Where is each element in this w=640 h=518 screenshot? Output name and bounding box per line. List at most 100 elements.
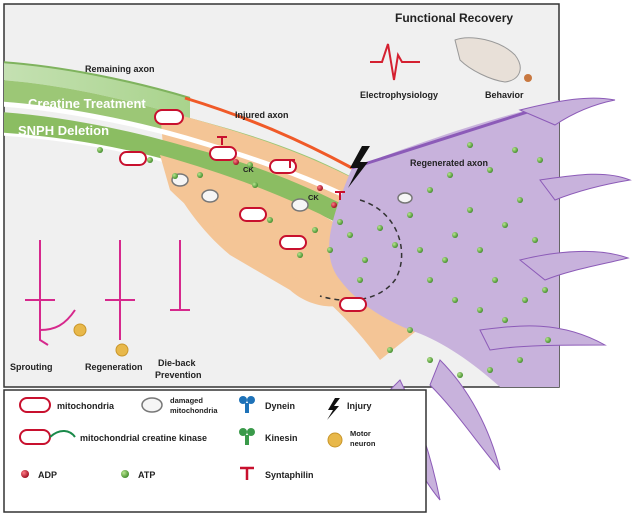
- atp-dot: [327, 247, 333, 253]
- motor-neuron-icon: [73, 323, 129, 357]
- atp-dot: [522, 297, 528, 303]
- atp-dot: [337, 219, 343, 225]
- outcome-sprouting: Sprouting: [10, 362, 53, 372]
- atp-dot: [427, 277, 433, 283]
- atp-dot: [452, 232, 458, 238]
- atp-dot: [512, 147, 518, 153]
- legend-motor-1: Motor: [350, 429, 371, 438]
- legend-adp: ADP: [38, 470, 57, 480]
- legend-dynein: Dynein: [265, 401, 295, 411]
- legend-motor-2: neuron: [350, 439, 376, 448]
- legend-injury: Injury: [347, 401, 372, 411]
- outcome-prevention: Prevention: [155, 370, 202, 380]
- atp-dot: [407, 327, 413, 333]
- atp-dot: [252, 182, 258, 188]
- atp-dot: [502, 317, 508, 323]
- legend-panel: [3, 389, 427, 513]
- syntaphilin-markers: [217, 136, 345, 200]
- electrophysiology-label: Electrophysiology: [360, 90, 438, 100]
- regenerated-axon-label: Regenerated axon: [410, 158, 488, 168]
- axon-bundle: [4, 61, 559, 387]
- legend-atp: ATP: [138, 470, 155, 480]
- atp-dot: [487, 367, 493, 373]
- atp-dot: [467, 207, 473, 213]
- atp-dot: [197, 172, 203, 178]
- lightning-bolt-icon: [348, 146, 370, 188]
- atp-dot: [247, 162, 253, 168]
- growth-cone: [329, 100, 559, 387]
- remaining-axon-outline: [4, 61, 191, 99]
- legend-damaged-2: mitochondria: [170, 406, 218, 415]
- atp-dot: [377, 225, 383, 231]
- atp-dot: [357, 277, 363, 283]
- legend-damaged-icon: [141, 397, 163, 413]
- legend-syntaphilin: Syntaphilin: [265, 470, 314, 480]
- atp-dot: [362, 257, 368, 263]
- atp-dot: [447, 172, 453, 178]
- kinesin-icon: [239, 428, 255, 445]
- legend-kinesin: Kinesin: [265, 433, 298, 443]
- atp-dot: [542, 287, 548, 293]
- atp-dot: [492, 277, 498, 283]
- axon-membrane: [4, 101, 348, 199]
- atp-dot: [477, 247, 483, 253]
- regenerated-axon-line: [351, 106, 541, 170]
- atp-dot: [172, 173, 178, 179]
- legend-mito-icon: [19, 397, 51, 413]
- legend-syntaphilin-icon: [240, 466, 254, 480]
- legend-mitochondria: mitochondria: [57, 401, 115, 411]
- atp-dot: [457, 372, 463, 378]
- atp-dot: [267, 217, 273, 223]
- legend-lightning-icon: [327, 398, 340, 420]
- atp-dot: [387, 347, 393, 353]
- adp-molecules: [233, 159, 337, 208]
- outcome-dieback: Die-back: [158, 358, 197, 368]
- atp-dot: [467, 142, 473, 148]
- injured-axon-label: Injured axon: [235, 110, 289, 120]
- atp-dot: [545, 337, 551, 343]
- atp-dot: [347, 232, 353, 238]
- remaining-axon-band: [4, 62, 190, 118]
- atp-dot: [147, 157, 153, 163]
- atp-dot: [532, 237, 538, 243]
- dynein-icon: [239, 396, 255, 413]
- atp-dot: [392, 242, 398, 248]
- atp-molecules: [97, 142, 551, 378]
- atp-dot: [97, 147, 103, 153]
- atp-dot: [502, 222, 508, 228]
- ck-label-1: CK: [243, 165, 254, 174]
- atp-dot: [427, 357, 433, 363]
- creatine-treatment-label: Creatine Treatment: [28, 96, 146, 111]
- atp-dot: [452, 297, 458, 303]
- functional-recovery-title: Functional Recovery: [395, 11, 513, 25]
- legend-damaged-1: damaged: [170, 396, 203, 405]
- remaining-axon-label: Remaining axon: [85, 64, 155, 74]
- legend-motor-neuron-icon: [327, 432, 343, 448]
- mouse-paw-icon: [454, 37, 532, 83]
- atp-dot: [417, 247, 423, 253]
- atp-dot: [477, 307, 483, 313]
- atp-dot: [537, 157, 543, 163]
- outcome-regeneration: Regeneration: [85, 362, 143, 372]
- snph-band: [4, 112, 342, 224]
- atp-dot: [407, 212, 413, 218]
- atp-dot: [442, 257, 448, 263]
- behavior-label: Behavior: [485, 90, 524, 100]
- atp-dot: [312, 227, 318, 233]
- legend-atp-icon: [121, 470, 129, 478]
- ck-label-2: CK: [308, 193, 319, 202]
- mitochondria-group: [119, 109, 367, 312]
- legend-adp-icon: [21, 470, 29, 478]
- atp-dot: [427, 187, 433, 193]
- ecg-trace-icon: [370, 43, 420, 81]
- atp-dot: [487, 167, 493, 173]
- snph-deletion-label: SNPH Deletion: [18, 123, 109, 138]
- atp-dot: [517, 197, 523, 203]
- legend-mck: mitochondrial creatine kinase: [80, 433, 207, 443]
- injured-axon-line: [184, 96, 353, 170]
- outcome-schematics: [25, 240, 190, 346]
- atp-dot: [297, 252, 303, 258]
- creatine-band: [4, 80, 350, 196]
- atp-dot: [517, 357, 523, 363]
